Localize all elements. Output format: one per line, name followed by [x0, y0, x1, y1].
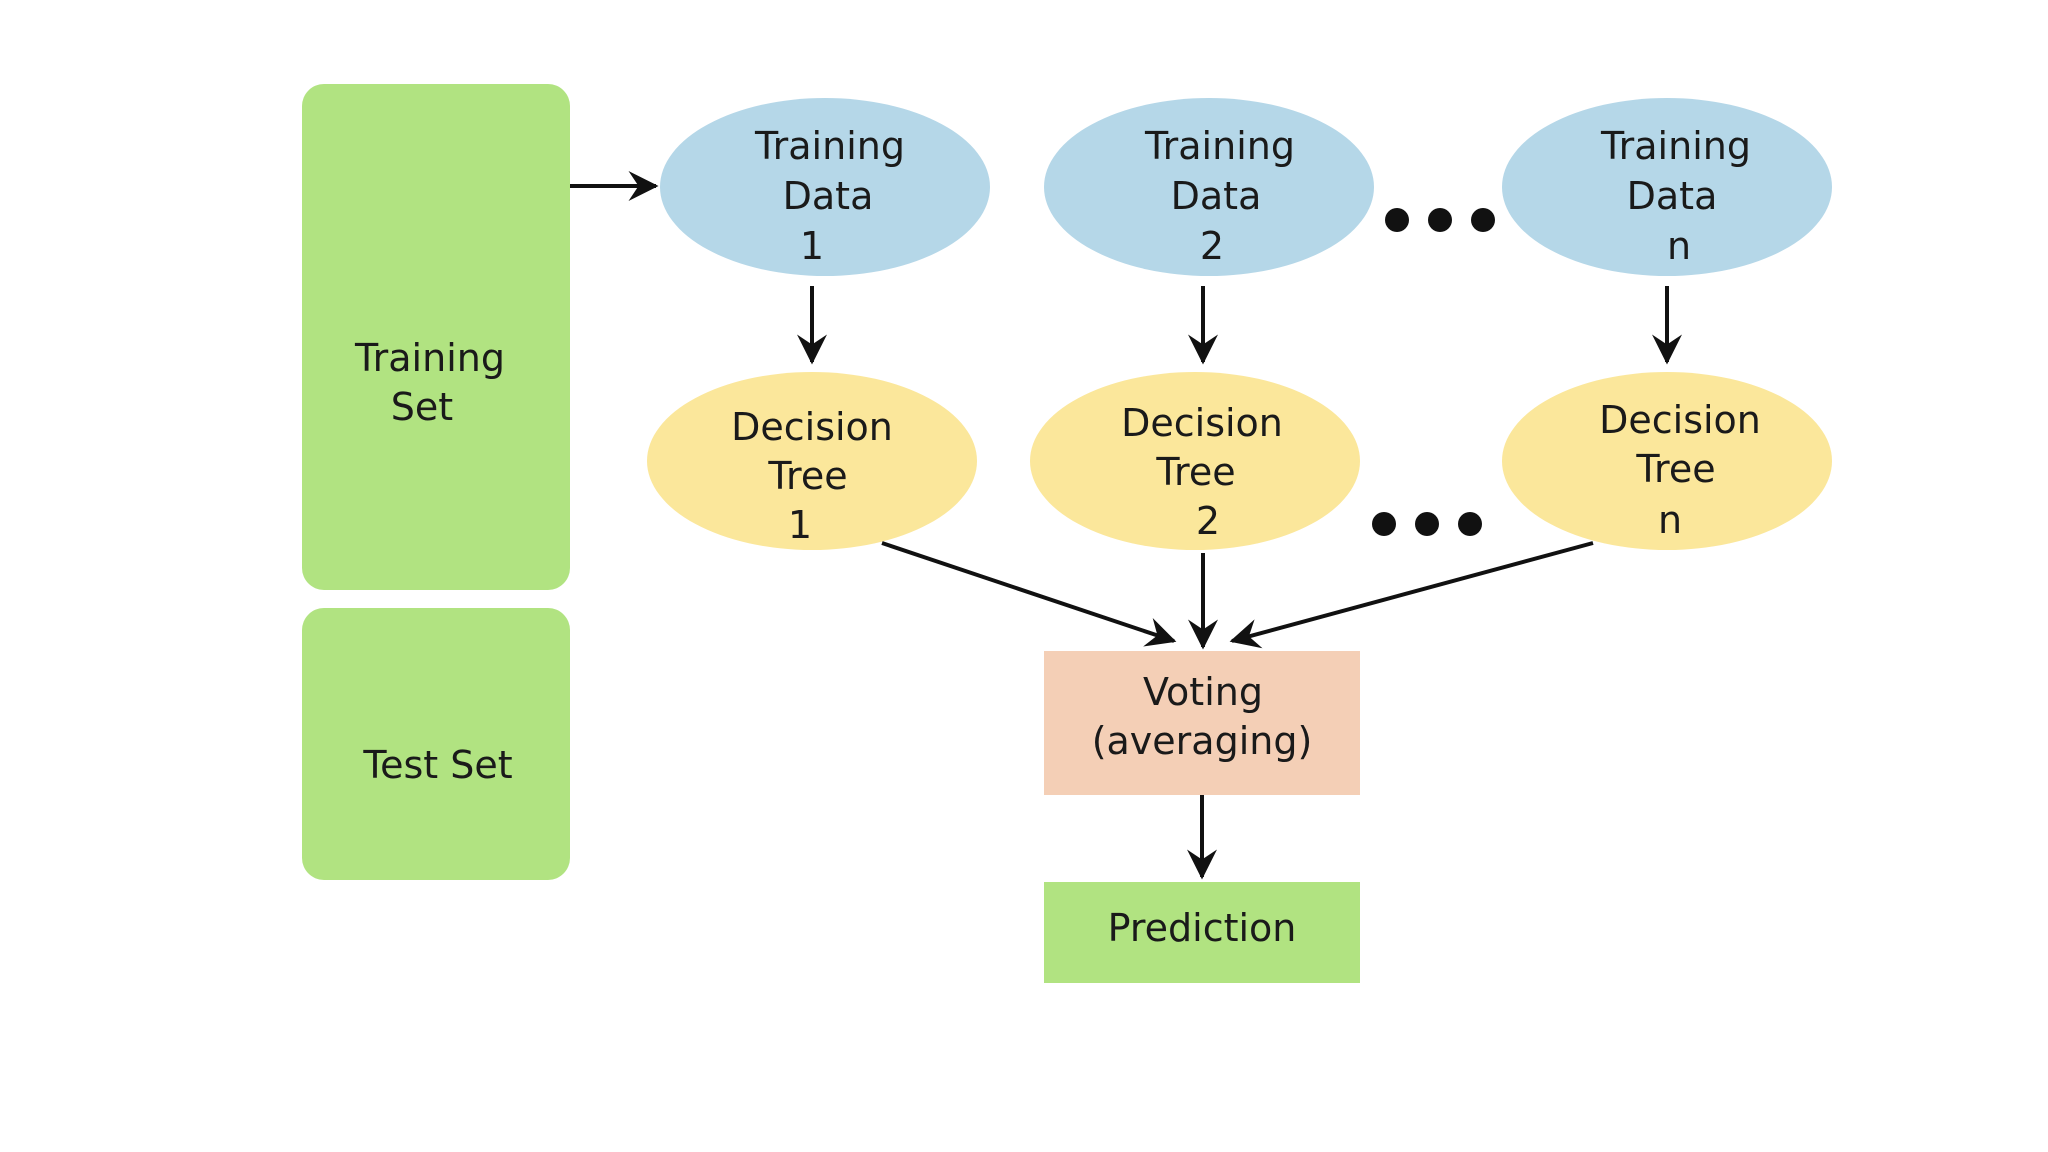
voting-label-line1: Voting — [1143, 670, 1263, 714]
decision-tree-ellipse — [1502, 372, 1832, 550]
arrow-tree-n-to-voting — [1229, 541, 1594, 649]
training-data-line2: Data — [1171, 174, 1262, 218]
training-data-line1: Training — [754, 124, 905, 168]
training-set-node: Training Set — [302, 84, 570, 590]
training-data-node: Training Data 1 — [660, 98, 990, 276]
training-data-node: Training Data n — [1502, 98, 1832, 276]
decision-tree-line1: Decision — [1599, 398, 1761, 442]
training-data-ellipse — [1044, 98, 1374, 276]
dot — [1385, 208, 1409, 232]
training-set-box — [302, 84, 570, 590]
test-set-label: Test Set — [362, 743, 512, 787]
voting-box — [1044, 651, 1360, 795]
ellipsis-dots-decision-trees — [1372, 512, 1482, 536]
decision-tree-line2: Tree — [1635, 447, 1715, 491]
dot — [1458, 512, 1482, 536]
test-set-node: Test Set — [302, 608, 570, 880]
dot — [1471, 208, 1495, 232]
training-set-label-line2: Set — [391, 385, 453, 429]
prediction-label: Prediction — [1108, 906, 1297, 950]
decision-tree-ellipse — [647, 372, 977, 550]
training-data-line2: Data — [783, 174, 874, 218]
decision-tree-line2: Tree — [767, 454, 847, 498]
training-data-line3: n — [1667, 224, 1691, 268]
training-set-label-line1: Training — [354, 336, 505, 380]
voting-node: Voting (averaging) — [1044, 651, 1360, 795]
ellipsis-dots-training-data — [1385, 208, 1495, 232]
dot — [1415, 512, 1439, 536]
training-data-node: Training Data 2 — [1044, 98, 1374, 276]
decision-tree-node: Decision Tree 2 — [1030, 372, 1360, 550]
training-data-ellipse — [660, 98, 990, 276]
decision-tree-ellipse — [1030, 372, 1360, 550]
decision-tree-line3: 2 — [1196, 499, 1220, 543]
decision-tree-line2: Tree — [1155, 450, 1235, 494]
training-data-line3: 1 — [800, 224, 824, 268]
decision-tree-line1: Decision — [731, 405, 893, 449]
decision-tree-line1: Decision — [1121, 401, 1283, 445]
test-set-box — [302, 608, 570, 880]
prediction-node: Prediction — [1044, 882, 1360, 983]
voting-label-line2: (averaging) — [1092, 719, 1313, 763]
decision-tree-line3: n — [1658, 498, 1682, 542]
dot — [1372, 512, 1396, 536]
arrow-tree-1-to-voting — [881, 541, 1177, 647]
arrows — [570, 171, 1682, 880]
decision-tree-line3: 1 — [788, 503, 812, 547]
training-data-line2: Data — [1627, 174, 1718, 218]
decision-tree-node: Decision Tree n — [1502, 372, 1832, 550]
dot — [1428, 208, 1452, 232]
training-data-line1: Training — [1144, 124, 1295, 168]
training-data-line1: Training — [1600, 124, 1751, 168]
prediction-box — [1044, 882, 1360, 983]
training-data-line3: 2 — [1200, 224, 1224, 268]
decision-tree-node: Decision Tree 1 — [647, 372, 977, 550]
training-data-ellipse — [1502, 98, 1832, 276]
